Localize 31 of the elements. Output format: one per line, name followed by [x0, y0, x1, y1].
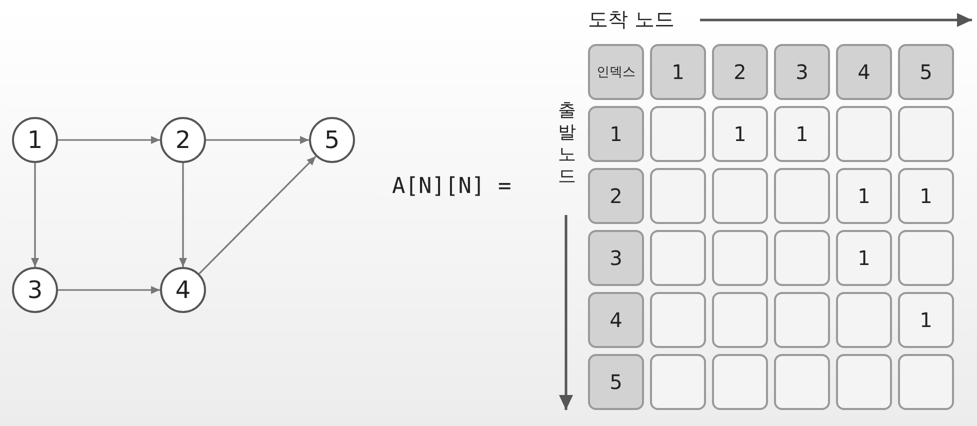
header-cell: 1 — [650, 44, 706, 100]
table-cell: 1 — [836, 230, 892, 286]
header-cell: 3 — [588, 230, 644, 286]
header-cell: 2 — [588, 168, 644, 224]
table-cell: 1 — [836, 168, 892, 224]
axis-label: 출발 노드 — [557, 100, 577, 188]
arrow — [206, 136, 309, 144]
table-cell: 1 — [898, 292, 954, 348]
node-circle: 3 — [12, 267, 58, 313]
header-cell: 5 — [588, 354, 644, 410]
header-cell: 5 — [898, 44, 954, 100]
header-cell: 1 — [588, 106, 644, 162]
arrow — [58, 286, 160, 294]
arrow — [31, 163, 39, 267]
header-cell: 4 — [588, 292, 644, 348]
arrow — [198, 156, 316, 274]
node-circle: 2 — [160, 117, 206, 163]
arrow — [58, 136, 160, 144]
matrix-label: A[N][N] = — [392, 174, 512, 199]
node-circle: 4 — [160, 267, 206, 313]
header-cell: 4 — [836, 44, 892, 100]
table-cell: 1 — [774, 106, 830, 162]
axis-label: 도착 노드 — [588, 6, 674, 33]
node-circle: 5 — [309, 117, 355, 163]
table-cell: 1 — [898, 168, 954, 224]
table-cell: 1 — [712, 106, 768, 162]
header-cell: 인덱스 — [588, 44, 644, 100]
node-circle: 1 — [12, 117, 58, 163]
arrow — [179, 163, 187, 267]
header-cell: 3 — [774, 44, 830, 100]
header-cell: 2 — [712, 44, 768, 100]
